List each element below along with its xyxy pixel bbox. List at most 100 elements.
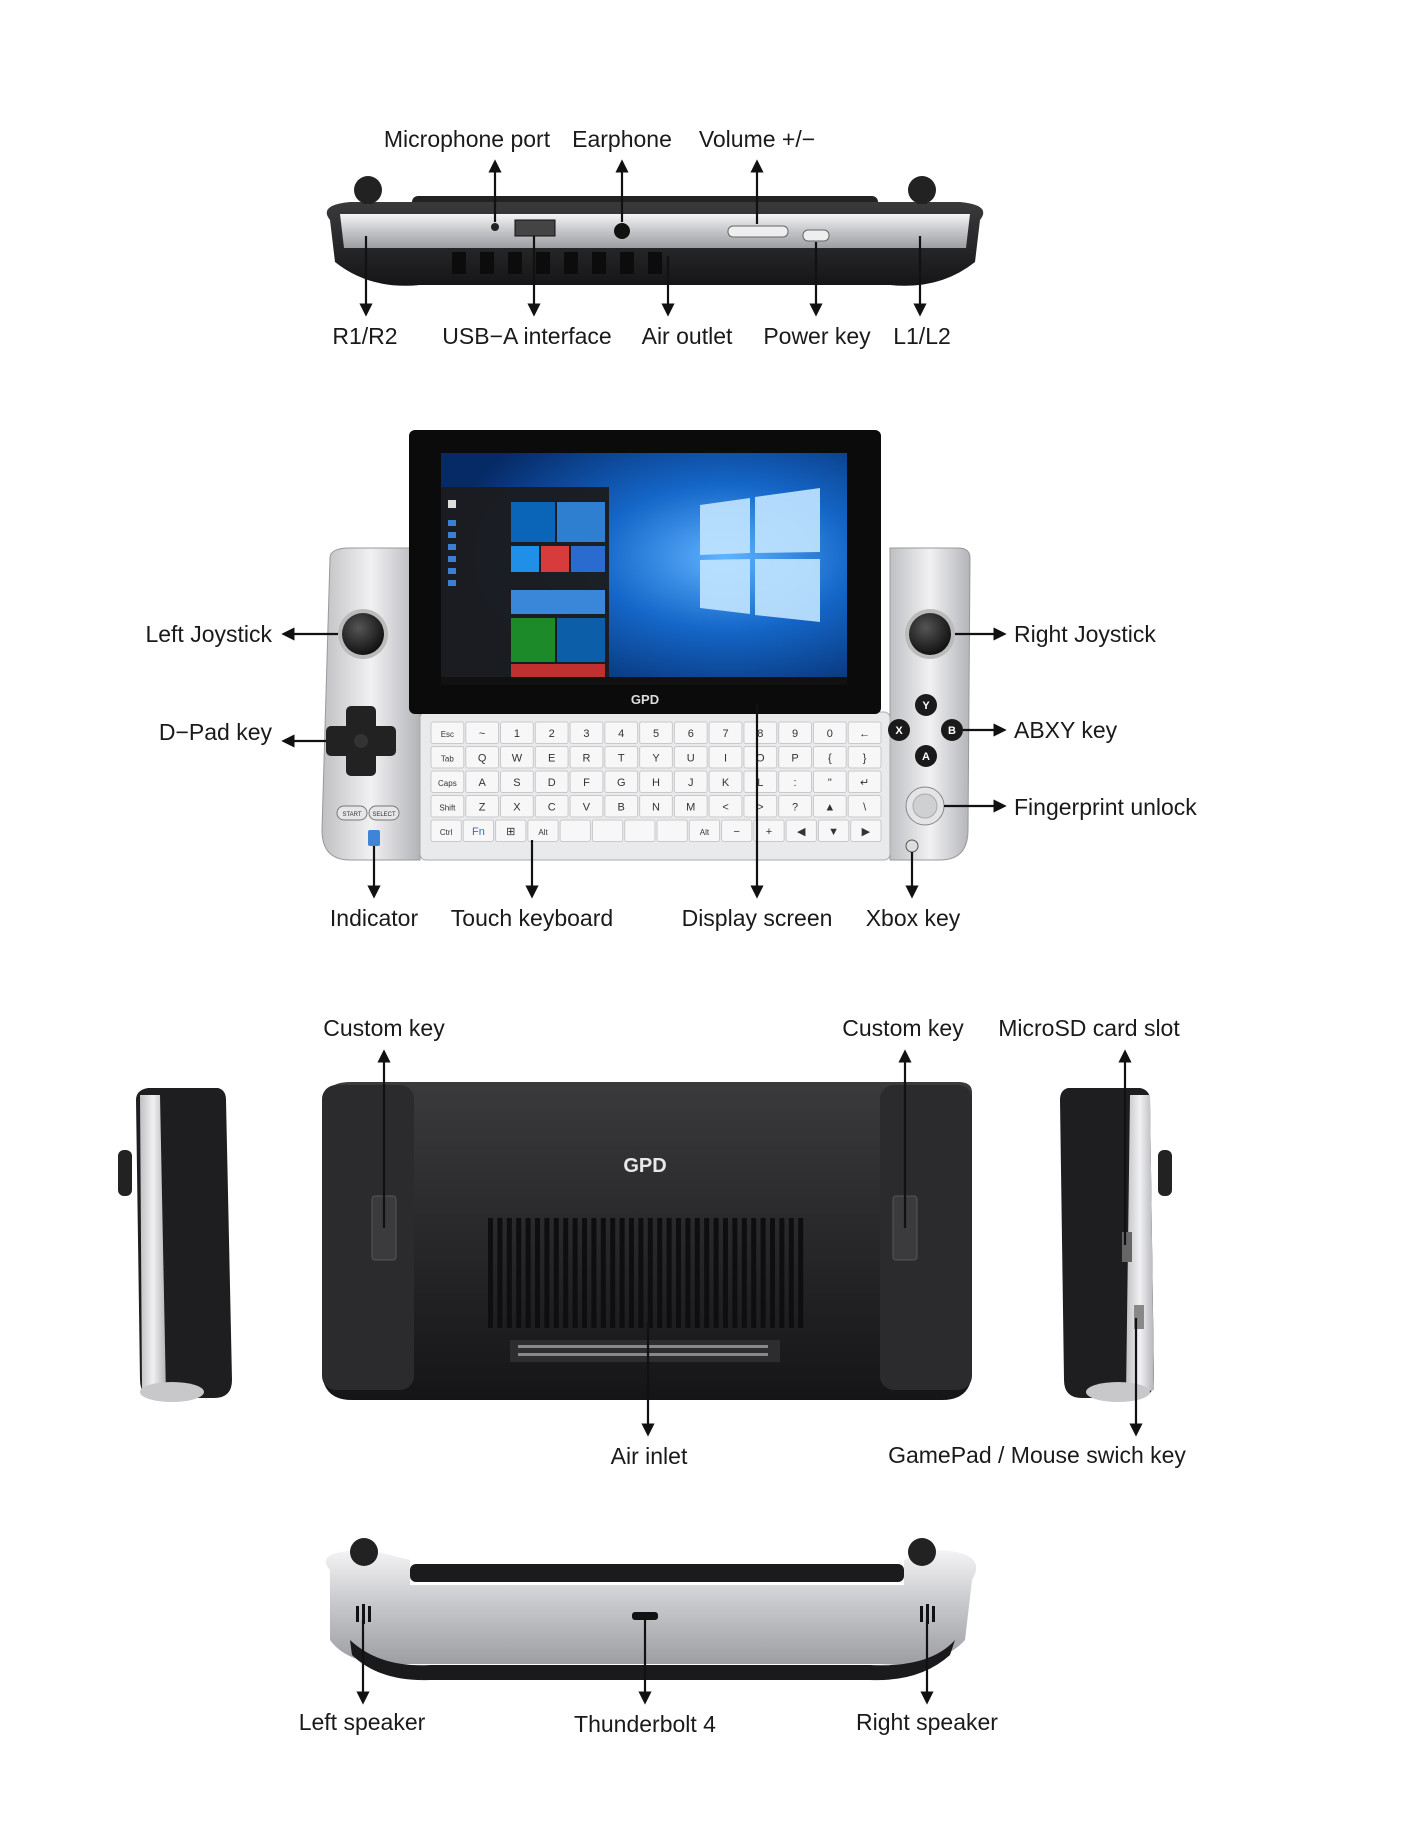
keyboard-key-label: Alt: [700, 828, 710, 837]
keyboard-key-label: J: [688, 777, 694, 789]
keyboard-key: [500, 770, 534, 793]
vent-slot: [798, 1218, 804, 1328]
x-button-label: X: [895, 725, 903, 737]
keyboard-key: [534, 770, 569, 793]
vent-slot: [647, 1218, 653, 1328]
keyboard-key-label: >: [757, 802, 763, 814]
taskbar: [441, 677, 847, 685]
label-air-inlet: Air inlet: [611, 1443, 688, 1469]
keyboard-key-label: B: [618, 802, 625, 814]
keyboard-key: [465, 795, 500, 818]
keyboard-key: [847, 795, 882, 818]
vent-slot: [535, 1218, 540, 1328]
keyboard-key: [817, 819, 850, 842]
keyboard-key-label: Z: [479, 802, 486, 814]
vent-slot: [516, 1218, 522, 1328]
keyboard-key-label: X: [513, 802, 521, 814]
vent-slot: [788, 1218, 794, 1328]
keyboard-key-label: V: [583, 802, 591, 814]
keyboard-key: [500, 746, 534, 769]
vent-slot: [694, 1218, 700, 1328]
keyboard-key-label: O: [756, 753, 765, 765]
keyboard-key-label: Tab: [441, 755, 454, 764]
vent-slot: [572, 1218, 578, 1328]
select-button-label: SELECT: [372, 812, 396, 818]
keyboard-key-label: G: [617, 777, 626, 789]
vent-slot: [779, 1218, 785, 1328]
keyboard-key: [465, 746, 500, 769]
keyboard-key-label: Alt: [538, 828, 548, 837]
label-xbox-key: Xbox key: [866, 905, 961, 931]
keyboard-key: [569, 770, 604, 793]
air-inlet-vents: [488, 1218, 804, 1328]
bottom-view: Left speaker Thunderbolt 4 Right speaker: [299, 1538, 998, 1737]
keyboard-key: [778, 746, 812, 769]
label-usb-a: USB−A interface: [442, 323, 611, 349]
label-air-outlet: Air outlet: [642, 323, 733, 349]
label-gamepad-mouse-switch: GamePad / Mouse swich key: [888, 1442, 1186, 1468]
keyboard-key: [430, 819, 462, 842]
keyboard-key: [604, 770, 639, 793]
keyboard-key-label: ←: [859, 728, 870, 740]
keyboard-key: [673, 795, 708, 818]
keyboard-key: [778, 721, 812, 744]
microphone-port-hole: [491, 223, 499, 231]
keyboard-key: [743, 795, 778, 818]
keyboard-key-label: 8: [757, 728, 763, 740]
vent-slot: [600, 1218, 606, 1328]
label-left-joystick: Left Joystick: [145, 621, 272, 647]
keyboard-key-label: 0: [827, 728, 833, 740]
keyboard-key-label: +: [766, 826, 772, 838]
back-brand-logo: GPD: [623, 1155, 666, 1177]
keyboard-key-label: E: [548, 753, 555, 765]
label-fingerprint-unlock: Fingerprint unlock: [1014, 794, 1197, 820]
keyboard-key-label: 4: [618, 728, 624, 740]
keyboard-key-label: }: [863, 753, 867, 765]
keyboard-key: [656, 819, 688, 842]
keyboard-key-label: Ctrl: [440, 828, 453, 837]
keyboard-key: [624, 819, 656, 842]
windows-logo: [700, 488, 820, 622]
vent-slot: [723, 1218, 728, 1328]
vent-slot: [488, 1218, 493, 1328]
label-l1l2: L1/L2: [893, 323, 951, 349]
keyboard-key: [753, 819, 785, 842]
keyboard-key: [569, 746, 604, 769]
y-button-label: Y: [922, 700, 930, 712]
keyboard-key-label: S: [513, 777, 520, 789]
keyboard-key: [430, 721, 465, 744]
keyboard-key-label: F: [583, 777, 590, 789]
keyboard-key: [534, 795, 569, 818]
keyboard-key: [847, 746, 882, 769]
keyboard-key: [604, 795, 639, 818]
keyboard-key-label: Q: [478, 753, 487, 765]
label-thunderbolt: Thunderbolt 4: [574, 1711, 716, 1737]
keyboard-key: [569, 795, 604, 818]
keyboard-key: [430, 770, 465, 793]
keyboard-key: [708, 721, 743, 744]
back-left-grip: [322, 1085, 414, 1390]
keyboard-key-label: A: [478, 777, 486, 789]
vent-slot: [497, 1218, 503, 1328]
label-left-speaker: Left speaker: [299, 1709, 426, 1735]
usb-a-port: [514, 219, 556, 237]
vent-slot: [638, 1218, 644, 1328]
keyboard-key-label: Caps: [438, 779, 457, 788]
keyboard-key-label: ⊞: [506, 826, 515, 838]
keyboard-key-label: ▼: [828, 826, 839, 838]
bottom-right-stick: [908, 1538, 936, 1566]
keyboard-key: [500, 795, 534, 818]
vent-slot: [676, 1218, 681, 1328]
keyboard-key: [850, 819, 882, 842]
vent-slot: [582, 1218, 587, 1328]
keyboard-key: [812, 795, 847, 818]
left-speaker-grille: [356, 1604, 371, 1624]
b-button-label: B: [948, 725, 956, 737]
keyboard-key: [743, 770, 778, 793]
select-button: [368, 805, 400, 821]
keyboard-key-label: \: [863, 802, 867, 814]
keyboard-key-label: 5: [653, 728, 659, 740]
keyboard-key: [500, 721, 534, 744]
keyboard-key: [812, 746, 847, 769]
